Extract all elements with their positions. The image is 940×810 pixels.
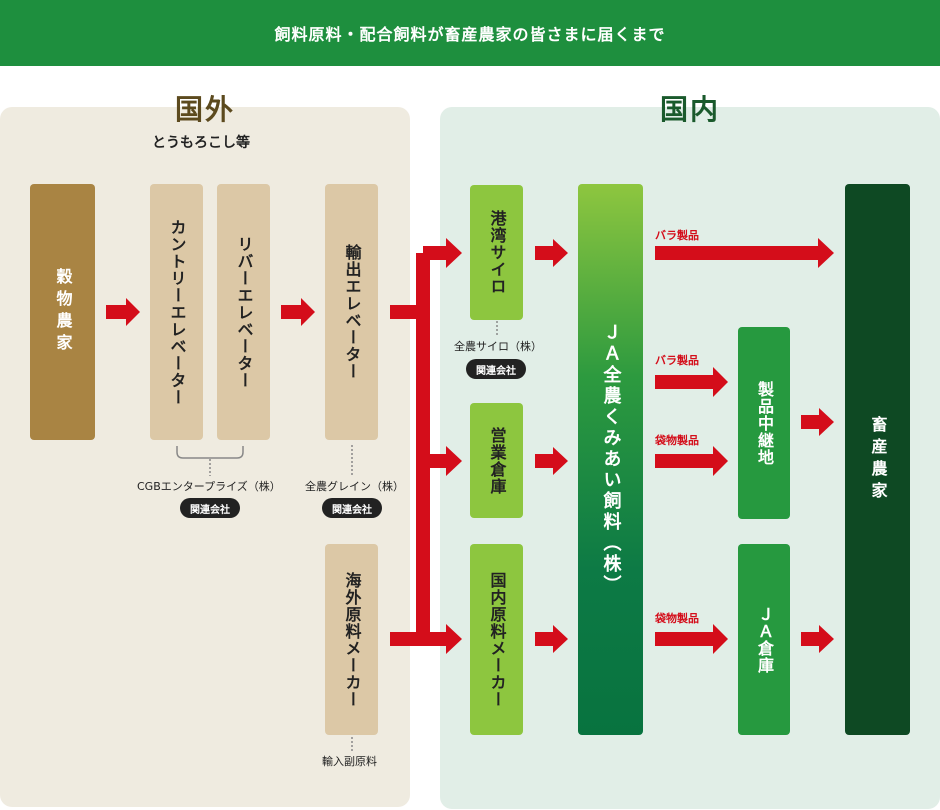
node-relay-base: 製品中継地 xyxy=(738,327,790,519)
node-river-elevator-label: リバーエレベーター xyxy=(234,235,254,389)
node-livestock-farmer-label: 畜産農家 xyxy=(868,415,888,504)
region-abroad-subtitle: とうもろこし等 xyxy=(152,135,250,151)
node-export-elevator-label: 輸出エレベーター xyxy=(342,244,362,380)
node-livestock-farmer: 畜産農家 xyxy=(845,184,910,735)
flow-label-bagged-2: 袋物製品 xyxy=(655,612,699,625)
badge-affiliate-cgb: 関連会社 xyxy=(180,498,240,518)
node-domestic-maker-label: 国内原料メーカー xyxy=(487,571,507,708)
badge-affiliate-silo: 関連会社 xyxy=(466,359,526,379)
node-river-elevator: リバーエレベーター xyxy=(217,184,270,440)
note-zennoh-grain: 全農グレイン（株） xyxy=(305,480,404,493)
page-header: 飼料原料・配合飼料が畜産農家の皆さまに届くまで xyxy=(0,0,940,66)
node-export-elevator: 輸出エレベーター xyxy=(325,184,378,440)
header-title: 飼料原料・配合飼料が畜産農家の皆さまに届くまで xyxy=(274,25,666,44)
region-home-title: 国内 xyxy=(660,93,721,126)
flow-label-bulk-1: バラ製品 xyxy=(655,229,699,242)
trunk-vertical xyxy=(416,253,430,646)
note-cgb: CGBエンタープライズ（株） xyxy=(137,480,281,493)
node-country-elevator-label: カントリーエレベーター xyxy=(167,218,187,406)
node-ja-warehouse: ＪＡ倉庫 xyxy=(738,544,790,735)
node-warehouse: 営業倉庫 xyxy=(470,403,523,518)
node-port-silo-label: 港湾サイロ xyxy=(487,210,507,295)
node-domestic-maker: 国内原料メーカー xyxy=(470,544,523,735)
node-country-elevator: カントリーエレベーター xyxy=(150,184,203,440)
node-overseas-maker-label: 海外原料メーカー xyxy=(342,571,362,708)
node-grain-farmer: 穀物農家 xyxy=(30,184,95,440)
note-zennoh-silo: 全農サイロ（株） xyxy=(454,340,542,353)
node-ja-feed-label: ＪＡ全農くみあい飼料（株） xyxy=(600,323,622,596)
node-warehouse-label: 営業倉庫 xyxy=(487,426,507,495)
node-grain-farmer-label: 穀物農家 xyxy=(53,268,73,356)
flow-label-bulk-2: バラ製品 xyxy=(655,354,699,367)
node-overseas-maker: 海外原料メーカー xyxy=(325,544,378,735)
note-import-material: 輸入副原料 xyxy=(322,755,377,768)
flow-label-bagged-1: 袋物製品 xyxy=(655,434,699,447)
node-relay-base-label: 製品中継地 xyxy=(755,380,774,466)
node-ja-warehouse-label: ＪＡ倉庫 xyxy=(755,605,774,674)
node-port-silo: 港湾サイロ xyxy=(470,185,523,320)
region-abroad-title: 国外 xyxy=(175,93,236,126)
node-ja-feed: ＪＡ全農くみあい飼料（株） xyxy=(578,184,643,735)
badge-affiliate-grain: 関連会社 xyxy=(322,498,382,518)
